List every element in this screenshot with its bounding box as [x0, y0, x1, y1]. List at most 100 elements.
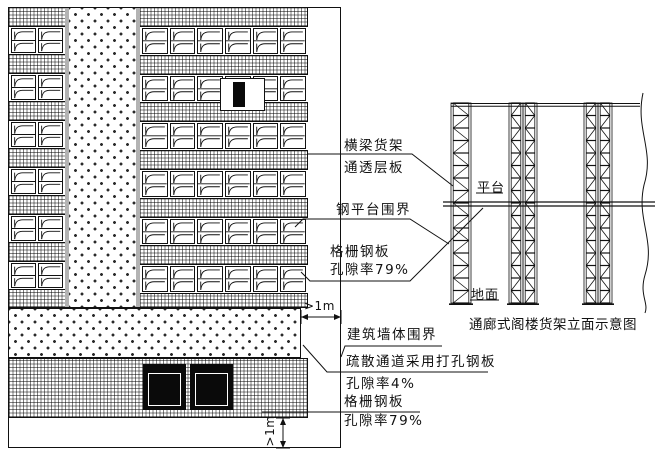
rack-box [11, 28, 36, 53]
label-evac-line2: 孔隙率4% [346, 376, 416, 392]
rack-frame-brace [524, 252, 536, 266]
rack-frame-brace [452, 127, 470, 141]
rack-box [142, 123, 168, 150]
rack-frame-brace [599, 277, 611, 291]
door [190, 364, 233, 410]
rack-row [140, 26, 308, 56]
rack-box [225, 266, 251, 293]
rack-frame-brace [510, 152, 522, 166]
rack-frame-brace [510, 115, 522, 129]
rack-frame-brace [585, 240, 597, 254]
rack-frame-brace [452, 177, 470, 191]
label-evac-line1: 疏散通道采用打孔钢板 [346, 354, 496, 370]
rack-frame-brace [599, 102, 611, 116]
rack-frame-post [522, 102, 526, 304]
rack-frame-brace [510, 140, 522, 154]
door [143, 364, 186, 410]
rack-frame-brace [585, 202, 597, 216]
rack-frame-brace [452, 252, 470, 266]
rack-box [169, 75, 196, 102]
hatch-band [9, 243, 65, 261]
elevation-caption: 通廊式阁楼货架立面示意图 [469, 317, 637, 333]
rack-box [11, 216, 36, 241]
rack-box [169, 28, 196, 54]
label-grille-bottom-line2: 孔隙率79% [344, 413, 424, 429]
hatch-band [140, 151, 308, 170]
rack-frame-post [468, 102, 472, 304]
rack-frame-brace [585, 215, 597, 229]
rack-frame-brace [452, 227, 470, 241]
rack-frame-brace [510, 227, 522, 241]
rack-frame-post [583, 102, 587, 304]
rack-box [38, 75, 63, 100]
rack-frame-brace [524, 177, 536, 191]
rack-frame-brace [585, 102, 597, 116]
rack-box [225, 28, 251, 54]
rack-box [169, 171, 196, 197]
rack-box [11, 263, 36, 288]
rack-frame-brace [524, 140, 536, 154]
rack-box [142, 171, 168, 197]
rack-box [197, 171, 224, 197]
hatch-band [140, 294, 308, 307]
rack-column-right [140, 8, 308, 307]
hatch-band [140, 103, 308, 122]
hatch-band [140, 246, 308, 265]
label-beam-rack-line2: 通透层板 [344, 160, 404, 176]
lift-symbol [220, 78, 265, 111]
rack-box [252, 171, 279, 197]
rack-frame-brace [452, 102, 470, 116]
rack-box [38, 122, 63, 147]
rack-frame-brace [599, 290, 611, 304]
rack-frame-brace [585, 177, 597, 191]
rack-frame-brace [599, 227, 611, 241]
rack-box [252, 28, 279, 54]
rack-frame-brace [510, 265, 522, 279]
rack-frame-brace [585, 115, 597, 129]
rack-frame-brace [524, 265, 536, 279]
hatch-band [9, 149, 65, 167]
rack-frame-brace [524, 240, 536, 254]
rack-frame-brace [599, 265, 611, 279]
rack-frame-brace [452, 152, 470, 166]
rack-frame-brace [510, 190, 522, 204]
rack-box [280, 75, 307, 102]
rack-box [280, 266, 307, 293]
rack-box [280, 123, 307, 150]
rack-row [140, 169, 308, 199]
rack-box [38, 169, 63, 194]
rack-frame-brace [585, 290, 597, 304]
rack-frame-brace [452, 240, 470, 254]
rack-frame-post [609, 102, 613, 304]
rack-frame-brace [524, 190, 536, 204]
rack-frame-brace [585, 165, 597, 179]
rack-frame-brace [599, 115, 611, 129]
rack-frame-brace [585, 227, 597, 241]
label-grille-bottom-line1: 格栅钢板 [344, 394, 404, 410]
hatch-band [9, 290, 65, 307]
rack-frame-brace [452, 277, 470, 291]
rack-box [11, 75, 36, 100]
hatch-band [140, 8, 308, 26]
hatch-band [9, 102, 65, 120]
rack-box [197, 266, 224, 293]
hatch-band [140, 55, 308, 74]
rack-column-left [9, 8, 65, 307]
label-platform-boundary: 钢平台围界 [336, 202, 411, 218]
rack-box [11, 122, 36, 147]
rack-frame-brace [585, 127, 597, 141]
rack-box [252, 266, 279, 293]
rack-box [252, 123, 279, 150]
rack-frame-brace [524, 102, 536, 116]
rack-frame-brace [510, 215, 522, 229]
rack-box [142, 75, 168, 102]
plan-view [8, 7, 308, 308]
label-grille-top-line2: 孔隙率79% [330, 262, 410, 278]
rack-box [225, 218, 251, 245]
aisle-dotted [65, 8, 140, 307]
rack-box [142, 266, 168, 293]
rack-row [9, 214, 65, 243]
rack-frame-brace [599, 252, 611, 266]
rack-frame-brace [452, 190, 470, 204]
elevation-platform-label: 平台 [477, 181, 506, 196]
